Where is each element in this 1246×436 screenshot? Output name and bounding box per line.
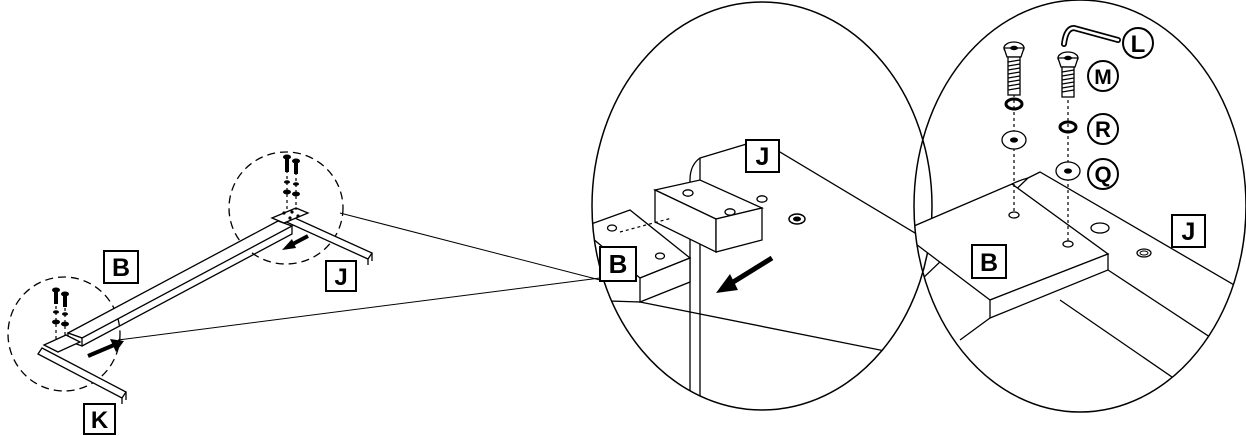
- lock-washer-r: [1058, 120, 1078, 134]
- label-j-text: J: [334, 264, 347, 291]
- arrow-top: [282, 234, 309, 250]
- label-b-text: B: [980, 249, 998, 277]
- label-k-overview: K: [83, 403, 116, 435]
- part-label-q: Q: [1087, 158, 1119, 190]
- label-k-text: K: [91, 407, 109, 434]
- part-label-r-text: R: [1095, 117, 1111, 142]
- screw-m-1: [1003, 41, 1025, 96]
- detail-view-2: L M R Q B J: [913, 0, 1246, 413]
- arrow-bottom: [87, 339, 124, 358]
- flat-washer-q: [1055, 161, 1081, 181]
- hole: [1008, 211, 1020, 219]
- hole: [290, 210, 294, 214]
- part-label-l-text: L: [1131, 31, 1146, 58]
- edge: [959, 317, 991, 341]
- threaded-hole: [1136, 248, 1152, 258]
- hole: [1062, 240, 1074, 248]
- rail-b-end: [639, 257, 691, 303]
- detail-circle-2: [913, 0, 1246, 413]
- label-b-detail1: B: [599, 246, 637, 282]
- hole: [282, 211, 286, 215]
- label-b-text: B: [112, 254, 130, 282]
- allen-key-l: [1061, 24, 1121, 47]
- part-label-r: R: [1087, 113, 1119, 145]
- hole: [296, 214, 300, 218]
- detail-view-1: J B: [591, 1, 933, 411]
- leg-k: [37, 347, 127, 399]
- rail-b-edge: [592, 228, 641, 303]
- hole: [756, 195, 768, 203]
- label-b-text: B: [609, 249, 628, 279]
- overview-assembly: B J K: [7, 151, 601, 435]
- part-label-m-text: M: [1094, 66, 1112, 89]
- rail-b: [66, 220, 294, 339]
- screw-stack-bottom: [52, 287, 69, 340]
- label-b-detail2: B: [971, 244, 1007, 279]
- bracket-side: [715, 207, 763, 253]
- hole: [654, 252, 666, 260]
- lock-washer-r: [1004, 97, 1024, 111]
- tube-edge: [689, 157, 701, 181]
- bracket-j: [270, 207, 310, 224]
- hole: [724, 208, 736, 216]
- bracket-k: [42, 334, 82, 353]
- label-b-overview: B: [103, 250, 139, 284]
- allen-key-l-highlight: [1062, 26, 1120, 46]
- rail-b-side: [81, 226, 293, 347]
- label-j-detail2: J: [1171, 214, 1206, 248]
- hole: [288, 216, 292, 220]
- screw-stack-top: [283, 154, 300, 212]
- part-label-m: M: [1087, 60, 1119, 92]
- alignment-line: [619, 217, 673, 233]
- flat-washer-q: [1001, 130, 1027, 150]
- arrow-detail-1: [716, 255, 774, 293]
- label-j-overview: J: [325, 260, 357, 292]
- hole: [606, 224, 618, 232]
- part-label-q-text: Q: [1094, 162, 1111, 187]
- label-j-text: J: [756, 143, 770, 171]
- part-label-l: L: [1122, 27, 1154, 59]
- detail-circle-top: [228, 151, 344, 265]
- screw-m-2: [1057, 51, 1079, 98]
- zoom-leader-line: [117, 277, 601, 341]
- leg-j: [281, 213, 373, 260]
- detail-circle-bottom: [7, 276, 121, 392]
- zoom-leader-line: [339, 212, 601, 281]
- label-j-text: J: [1182, 218, 1196, 246]
- hole: [1090, 222, 1110, 234]
- threaded-hole-core: [1139, 250, 1149, 256]
- label-j-detail1: J: [745, 139, 780, 173]
- threaded-hole-core: [793, 216, 801, 222]
- edge: [1011, 177, 1029, 185]
- detail-circle-1: [591, 1, 933, 411]
- hole: [682, 189, 694, 197]
